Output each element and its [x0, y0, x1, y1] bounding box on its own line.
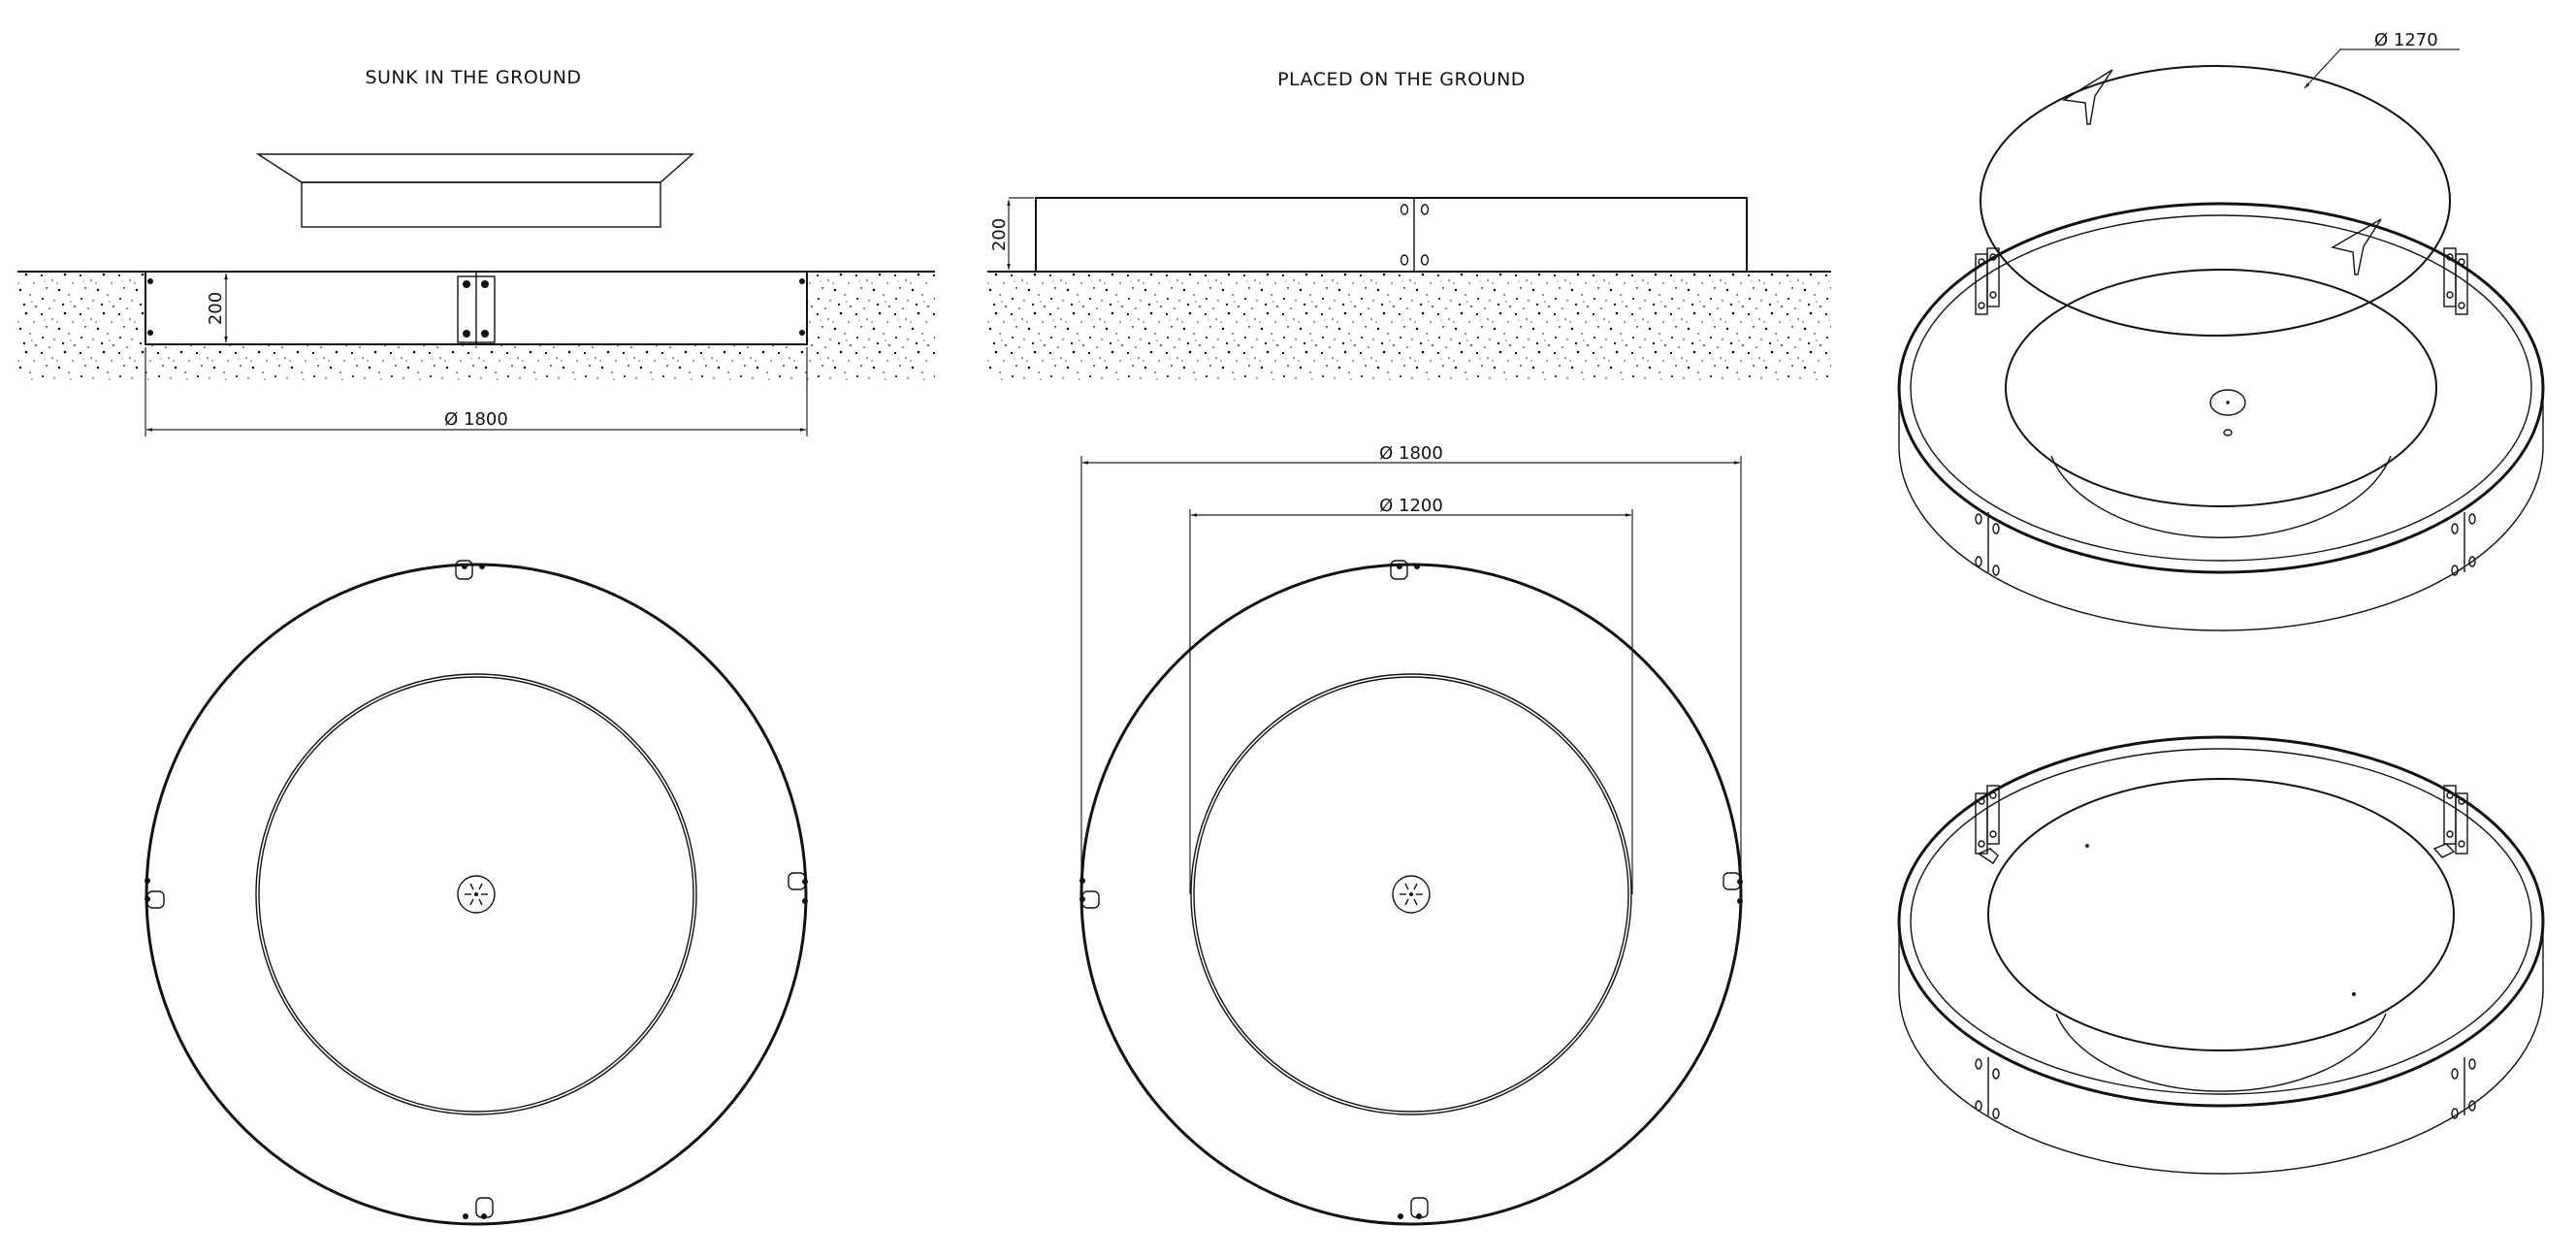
view-isometric-with-lid: Ø 1270 — [1897, 30, 2545, 631]
view-sunk-in-ground: SUNK IN THE GROUND 200 Ø 1800 — [17, 67, 935, 1226]
bracket-right — [2443, 247, 2468, 315]
bracket-clip-left — [145, 878, 165, 909]
bracket-left — [1975, 785, 2000, 864]
bracket-clip-left — [1079, 878, 1100, 909]
drain-grate-icon — [1392, 875, 1431, 914]
plan-view-sunk — [145, 560, 808, 1226]
drain-grate-icon — [457, 875, 496, 914]
lid-handle-icon — [2061, 69, 2382, 275]
height-dimension-sunk: 200 — [206, 292, 226, 325]
view-isometric-open — [1897, 735, 2545, 1175]
bracket-clip-bottom — [1398, 1197, 1429, 1219]
view-placed-on-ground: PLACED ON THE GROUND 200 Ø 1800 Ø 1200 — [987, 69, 1831, 1226]
soil-hatch — [987, 272, 1831, 380]
view-title-placed: PLACED ON THE GROUND — [1277, 69, 1526, 90]
hole-icon — [2223, 429, 2233, 436]
bracket-clip-top — [455, 560, 485, 580]
bracket-clip-top — [1390, 560, 1420, 580]
height-dimension-placed: 200 — [989, 218, 1010, 251]
diameter-dimension-sunk: Ø 1800 — [444, 409, 508, 430]
bracket-right — [2432, 785, 2468, 858]
bracket-clip-right — [1723, 872, 1743, 904]
bracket-clip-right — [788, 872, 808, 904]
ring-section — [1035, 197, 1748, 273]
bowl-profile — [255, 153, 694, 228]
bracket-left — [1975, 247, 2000, 315]
drain-grate-icon — [2209, 389, 2246, 416]
soil-hatch-bottom — [145, 344, 807, 381]
inner-diameter-dimension: Ø 1200 — [1379, 496, 1443, 516]
lid — [1980, 65, 2451, 337]
lid-diameter-dimension: Ø 1270 — [2374, 30, 2438, 50]
plan-view-placed — [1079, 560, 1743, 1226]
bracket-clip-bottom — [463, 1197, 494, 1219]
view-title-sunk: SUNK IN THE GROUND — [365, 67, 581, 88]
bowl-rim — [1987, 778, 2455, 1051]
soil-hatch-left — [17, 272, 145, 381]
soil-hatch-right — [807, 272, 935, 381]
outer-diameter-dimension: Ø 1800 — [1379, 443, 1443, 464]
lid-diameter-leader — [2303, 48, 2460, 89]
